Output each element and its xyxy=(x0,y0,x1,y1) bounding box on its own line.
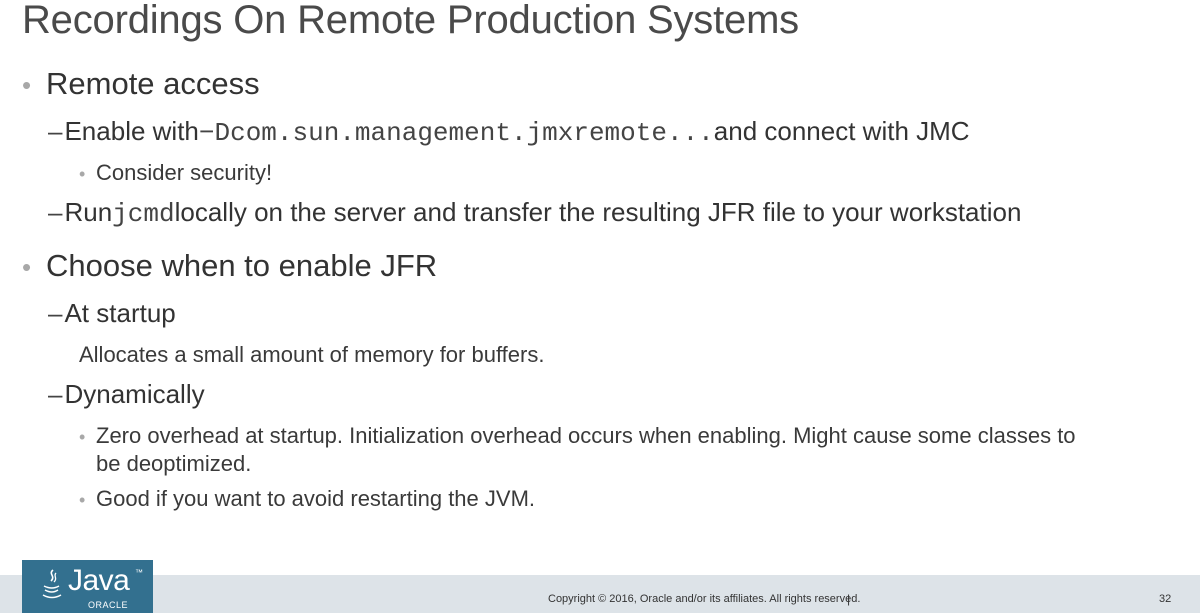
subsubitem-continuation: be deoptimized. xyxy=(96,451,251,477)
subitem-text: Dynamically xyxy=(64,379,205,409)
subitem-run-jcmd: – Run jcmd locally on the server and tra… xyxy=(48,197,1021,229)
footer-separator: | xyxy=(847,592,851,606)
page-number: 32 xyxy=(1159,593,1172,605)
bullet-remote-access: • Remote access xyxy=(22,66,260,102)
subsubitem-text: Consider security! xyxy=(96,160,273,185)
slide-footer xyxy=(0,575,1200,613)
slide-title: Recordings On Remote Production Systems xyxy=(22,0,799,42)
oracle-logo-text: ORACLE xyxy=(88,600,129,610)
dash-icon: – xyxy=(48,116,63,146)
subitem-prefix: Run xyxy=(64,197,113,227)
subsubitem-text: Good if you want to avoid restarting the… xyxy=(96,486,536,511)
subitem-suffix: locally on the server and transfer the r… xyxy=(174,197,1022,227)
java-logo-tm: ™ xyxy=(135,568,143,577)
subitem-suffix: and connect with JMC xyxy=(713,116,970,146)
bullet-dot-icon: • xyxy=(22,70,32,100)
bullet-dot-icon: • xyxy=(79,164,86,184)
dash-icon: – xyxy=(48,379,63,409)
bullet-dot-icon: • xyxy=(79,427,86,447)
bullet-choose-jfr: • Choose when to enable JFR xyxy=(22,248,437,284)
continuation-text: be deoptimized. xyxy=(96,451,252,476)
dash-icon: – xyxy=(48,197,63,227)
subitem-prefix: Enable with xyxy=(64,116,199,146)
bullet-text: Remote access xyxy=(46,66,260,101)
subitem-text: At startup xyxy=(64,298,176,328)
java-logo-text: Java xyxy=(68,564,130,597)
subsubitem-avoid-restart: • Good if you want to avoid restarting t… xyxy=(79,486,535,512)
subsubitem-text: Zero overhead at startup. Initialization… xyxy=(96,423,1076,448)
subitem-dynamically: – Dynamically xyxy=(48,379,205,410)
subitem-enable-jmx: – Enable with −Dcom.sun.management.jmxre… xyxy=(48,116,970,148)
subitem-at-startup: – At startup xyxy=(48,298,176,329)
code-jmxremote: −Dcom.sun.management.jmxremote... xyxy=(198,118,714,148)
bullet-dot-icon: • xyxy=(79,490,86,510)
java-logo: Java ™ ORACLE xyxy=(22,560,153,613)
subsubitem-security: • Consider security! xyxy=(79,160,272,186)
copyright-text: Copyright © 2016, Oracle and/or its affi… xyxy=(548,593,861,605)
bullet-text: Choose when to enable JFR xyxy=(46,248,438,283)
bullet-dot-icon: • xyxy=(22,252,32,282)
plain-allocates: Allocates a small amount of memory for b… xyxy=(79,342,544,368)
dash-icon: – xyxy=(48,298,63,328)
plain-text: Allocates a small amount of memory for b… xyxy=(79,342,545,367)
subsubitem-zero-overhead: • Zero overhead at startup. Initializati… xyxy=(79,423,1076,449)
java-cup-icon xyxy=(42,569,62,599)
code-jcmd: jcmd xyxy=(112,199,175,229)
